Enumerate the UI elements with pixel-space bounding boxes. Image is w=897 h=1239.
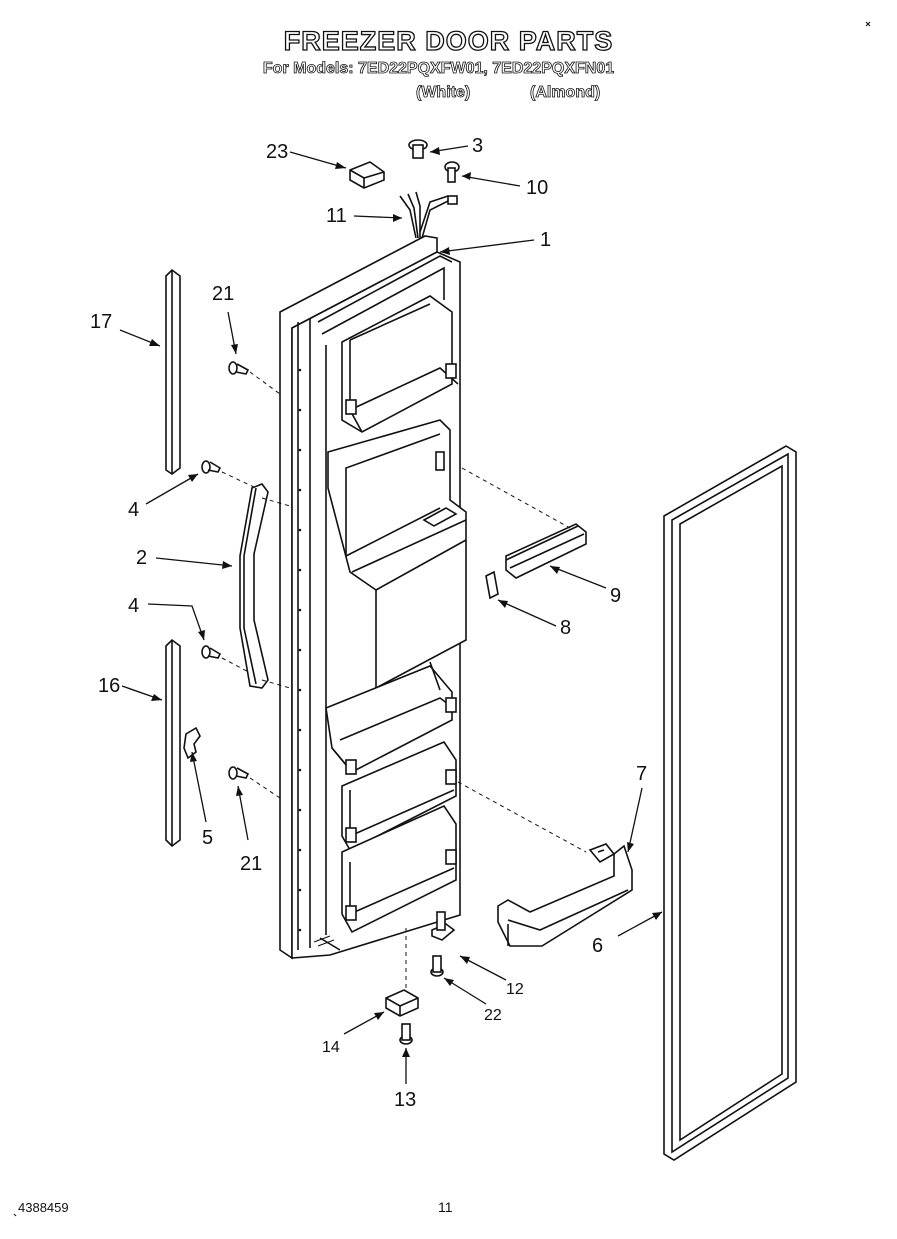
part-13-screw xyxy=(399,1023,413,1045)
part-21-screw-lower xyxy=(228,766,281,799)
callout-6: 6 xyxy=(592,935,603,957)
door-edge-holes xyxy=(298,368,302,932)
callout-12: 12 xyxy=(506,981,524,998)
page-title: FREEZER DOOR PARTS xyxy=(283,25,614,56)
part-11-wire-harness xyxy=(399,191,458,239)
part-21-screw-upper xyxy=(228,361,281,395)
part-14-bottom-hinge xyxy=(385,928,419,1017)
callout-labels: 23 3 10 11 1 17 21 4 2 4 16 5 21 9 8 7 6… xyxy=(90,135,647,1111)
freezer-door-assembly xyxy=(279,235,467,960)
callout-5: 5 xyxy=(202,827,213,849)
part-4-screw-upper xyxy=(201,460,257,489)
models-line: For Models: 7ED22PQXFW01, 7ED22PQXFN01 xyxy=(262,60,615,78)
part-7-door-bin xyxy=(457,781,633,947)
footer-mark xyxy=(13,1213,17,1217)
callout-2: 2 xyxy=(136,547,147,569)
part-6-door-gasket xyxy=(663,445,797,1161)
callout-21-lower: 21 xyxy=(240,853,262,875)
part-17-trim-strip xyxy=(165,268,181,475)
part-9-shelf-rail xyxy=(461,467,587,579)
part-3-screw xyxy=(408,139,428,159)
callout-22: 22 xyxy=(484,1007,502,1024)
callout-10: 10 xyxy=(526,177,548,199)
callout-21-upper: 21 xyxy=(212,283,234,305)
part-4-screw-lower xyxy=(201,645,257,677)
part-5-clip xyxy=(183,726,201,760)
document-code: 4388459 xyxy=(18,1200,69,1215)
leader-lines xyxy=(119,145,663,1084)
callout-8: 8 xyxy=(560,617,571,639)
callout-13: 13 xyxy=(394,1089,416,1111)
callout-3: 3 xyxy=(472,135,483,157)
callout-17: 17 xyxy=(90,311,112,333)
part-10-screw xyxy=(444,161,460,183)
page-number: 11 xyxy=(438,1199,453,1215)
callout-11: 11 xyxy=(326,205,347,227)
part-12-hinge-bracket xyxy=(431,911,456,941)
callout-23: 23 xyxy=(266,141,288,163)
callout-4-upper: 4 xyxy=(128,499,139,521)
callout-7: 7 xyxy=(636,763,647,785)
corner-mark xyxy=(865,21,871,27)
callout-4-lower: 4 xyxy=(128,595,139,617)
color-label-white: (White) xyxy=(416,84,471,102)
callout-16: 16 xyxy=(98,675,120,697)
part-22-screw xyxy=(430,955,444,977)
part-8-clip xyxy=(485,570,499,600)
callout-14: 14 xyxy=(322,1039,340,1056)
callout-9: 9 xyxy=(610,585,621,607)
color-label-almond: (Almond) xyxy=(530,84,601,102)
part-16-trim-strip xyxy=(165,638,181,848)
callout-1: 1 xyxy=(540,229,551,251)
part-23-hinge-cap xyxy=(349,161,385,189)
part-2-door-handle xyxy=(239,483,291,689)
